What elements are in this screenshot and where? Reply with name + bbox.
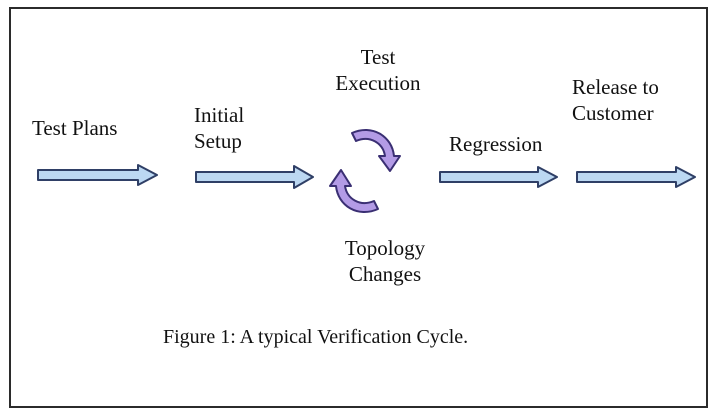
- label-topology-changes: Topology Changes: [325, 235, 445, 287]
- label-test-execution-line2: Execution: [335, 71, 421, 95]
- label-initial-setup: Initial Setup: [194, 102, 244, 154]
- label-release-to-customer: Release to Customer: [572, 74, 659, 126]
- cycle-icon: [329, 128, 401, 214]
- label-release-line2: Customer: [572, 101, 654, 125]
- label-test-execution-line1: Test: [360, 45, 396, 69]
- label-topology-line1: Topology: [344, 236, 426, 260]
- cycle-arc-right: [351, 128, 401, 172]
- label-regression: Regression: [449, 132, 543, 156]
- arrow-regression: [439, 166, 558, 188]
- label-release-line1: Release to: [572, 75, 659, 99]
- figure-frame: [9, 7, 708, 408]
- figure-caption: Figure 1: A typical Verification Cycle.: [163, 326, 469, 348]
- cycle-arc-left: [329, 169, 379, 214]
- label-initial-setup-line1: Initial: [194, 103, 245, 127]
- label-initial-setup-line2: Setup: [194, 129, 242, 153]
- label-test-execution: Test Execution: [318, 44, 438, 96]
- arrow-test-plans: [37, 164, 158, 186]
- arrow-release: [576, 166, 696, 188]
- label-topology-line2: Changes: [348, 262, 422, 286]
- arrow-initial-setup: [195, 165, 314, 189]
- label-test-plans: Test Plans: [32, 116, 118, 140]
